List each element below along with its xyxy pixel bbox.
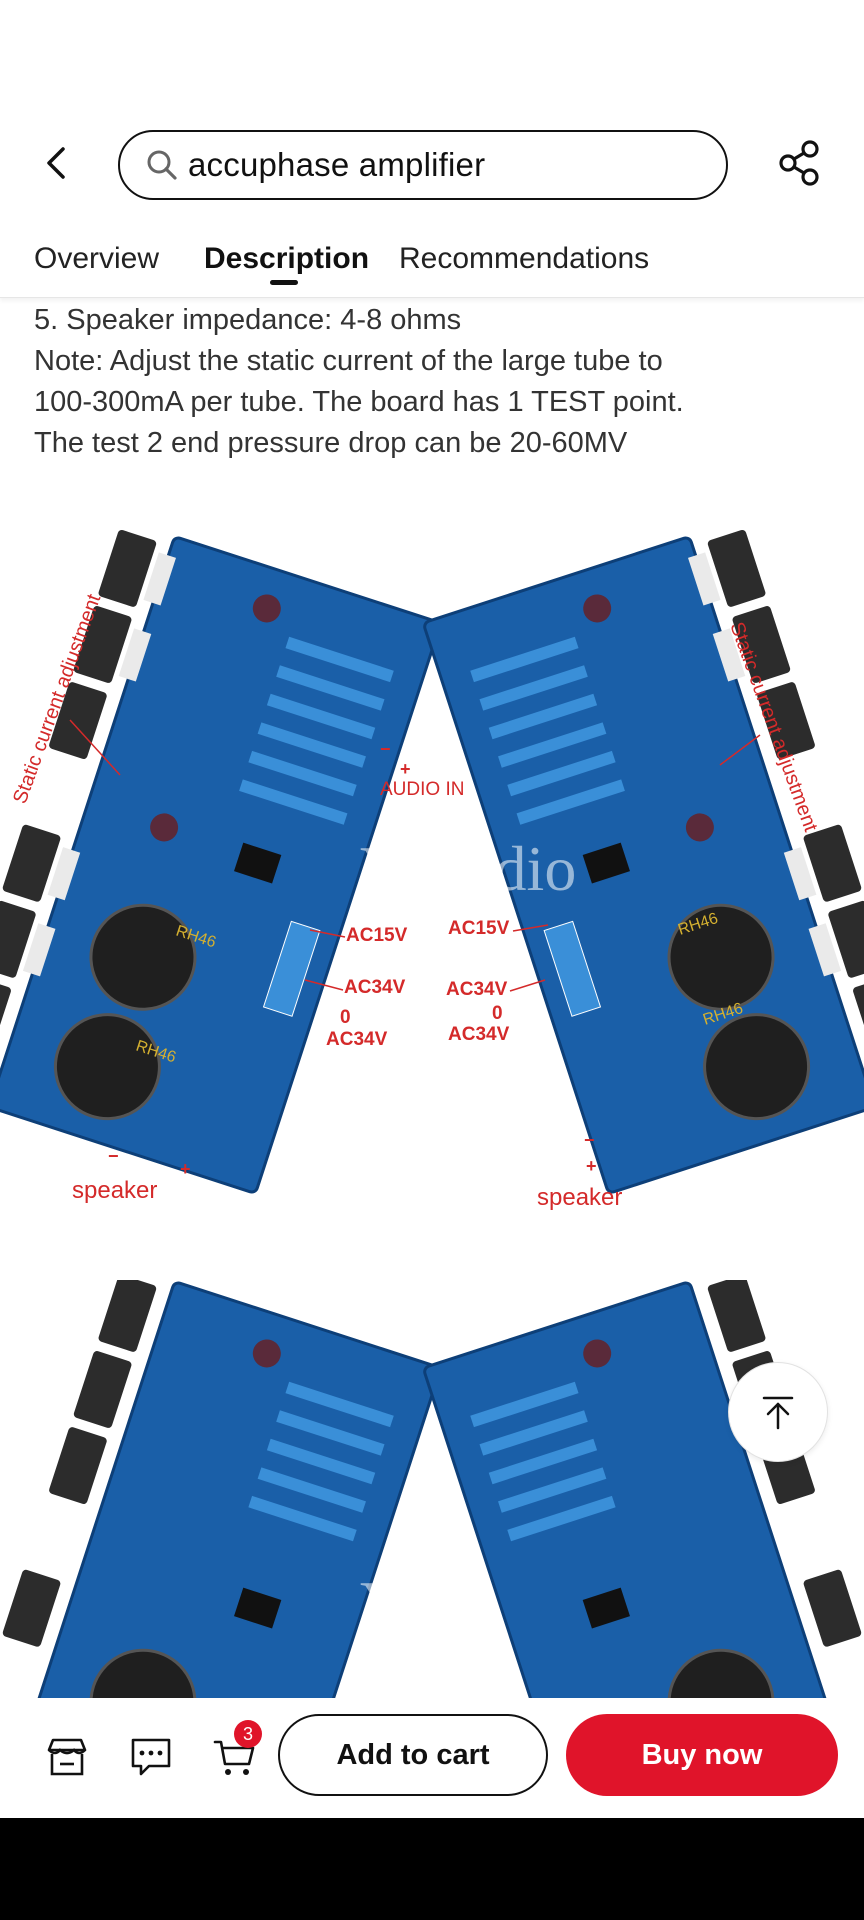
zero-label-left: 0 (340, 1007, 351, 1028)
description-line: 100-300mA per tube. The board has 1 TEST… (34, 386, 684, 418)
cart-count-badge: 3 (234, 1720, 262, 1748)
chat-button[interactable] (126, 1732, 176, 1782)
description-line: Note: Adjust the static current of the l… (34, 345, 663, 377)
back-button[interactable] (36, 140, 76, 186)
system-navigation-bar (0, 1818, 864, 1920)
description-text: 5. Speaker impedance: 4-8 ohms Note: Adj… (34, 300, 834, 464)
section-tabs: Overview Description Recommendations (0, 230, 864, 298)
chevron-left-icon (47, 147, 65, 179)
active-tab-indicator (270, 280, 298, 285)
store-button[interactable] (42, 1732, 92, 1782)
description-line: 5. Speaker impedance: 4-8 ohms (34, 304, 462, 336)
speaker-plus-right: + (586, 1156, 597, 1176)
top-header: accuphase amplifier (0, 120, 864, 210)
amplifier-board-illustration: Y Au (0, 1280, 864, 1698)
audio-minus-left: − (380, 739, 391, 759)
share-button[interactable] (776, 138, 824, 188)
speaker-label-right: speaker (537, 1184, 622, 1211)
chat-icon (131, 1738, 171, 1776)
speaker-label-left: speaker (72, 1177, 157, 1204)
ac34v-label-left-2: AC34V (326, 1029, 388, 1050)
search-query-text: accuphase amplifier (188, 146, 486, 183)
search-bar[interactable]: accuphase amplifier (118, 130, 728, 200)
add-to-cart-button[interactable]: Add to cart (278, 1714, 548, 1796)
speaker-minus-right: − (584, 1130, 595, 1150)
back-to-top-button[interactable] (728, 1362, 828, 1462)
ac15v-label-left: AC15V (346, 925, 408, 946)
product-image-2[interactable]: Y Au (0, 1280, 864, 1698)
tab-description[interactable]: Description (204, 242, 370, 275)
search-icon (147, 150, 177, 180)
zero-label-right: 0 (492, 1003, 503, 1024)
amplifier-board-illustration: RH46 RH46 RH46 RH46 Y Audio Static curre… (0, 529, 864, 1211)
audio-plus-left: + (400, 759, 411, 779)
cart-button[interactable]: 3 (210, 1720, 262, 1782)
share-icon (779, 140, 819, 186)
ac15v-label-right: AC15V (448, 918, 510, 939)
bottom-action-bar: 3 Add to cart Buy now (0, 1698, 864, 1818)
speaker-minus-left: − (108, 1146, 119, 1166)
buy-now-button[interactable]: Buy now (566, 1714, 838, 1796)
ac34v-label-right-1: AC34V (446, 979, 508, 1000)
arrow-up-to-top-icon (762, 1396, 794, 1430)
store-icon (47, 1738, 87, 1776)
tab-recommendations[interactable]: Recommendations (399, 242, 650, 275)
audio-in-label: AUDIO IN (380, 779, 464, 800)
ac34v-label-right-2: AC34V (448, 1024, 510, 1045)
image-watermark: Y Au (360, 1568, 495, 1639)
ac34v-label-left-1: AC34V (344, 977, 406, 998)
image-watermark: Y Audio (360, 833, 576, 904)
description-line: The test 2 end pressure drop can be 20-6… (34, 427, 628, 459)
tab-overview[interactable]: Overview (34, 242, 160, 275)
product-image-1[interactable]: RH46 RH46 RH46 RH46 Y Audio Static curre… (0, 505, 864, 1240)
cart-icon (213, 1740, 255, 1775)
speaker-plus-left: + (180, 1159, 191, 1179)
